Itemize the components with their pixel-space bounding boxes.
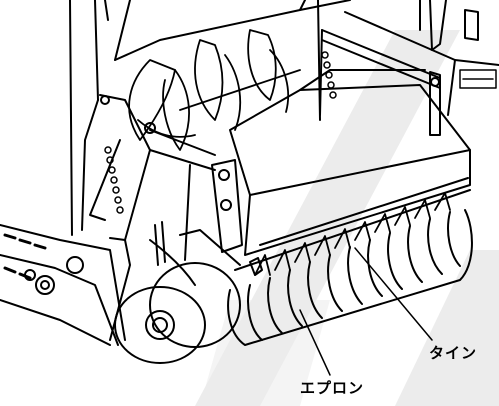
brand-panel [459, 69, 497, 89]
bracket-plate [211, 159, 263, 276]
left-chain [104, 146, 124, 214]
callout-lines [299, 247, 433, 376]
watermark [195, 30, 499, 406]
hopper-box [229, 69, 471, 271]
crawler-track [0, 224, 126, 346]
apron-label: エプロン [300, 379, 365, 397]
apron-callout-line [299, 309, 331, 376]
left-frame [69, 0, 131, 236]
tine-label: タイン [429, 344, 478, 362]
left-link-arm [89, 94, 216, 241]
tine-row [254, 192, 451, 276]
lower-frame [109, 164, 191, 341]
tine-callout-line [354, 247, 433, 341]
right-chain [321, 51, 337, 99]
apron-drum [227, 209, 473, 346]
top-frame [114, 0, 499, 121]
right-link-arm [319, 29, 441, 136]
auger-blades [128, 29, 301, 151]
